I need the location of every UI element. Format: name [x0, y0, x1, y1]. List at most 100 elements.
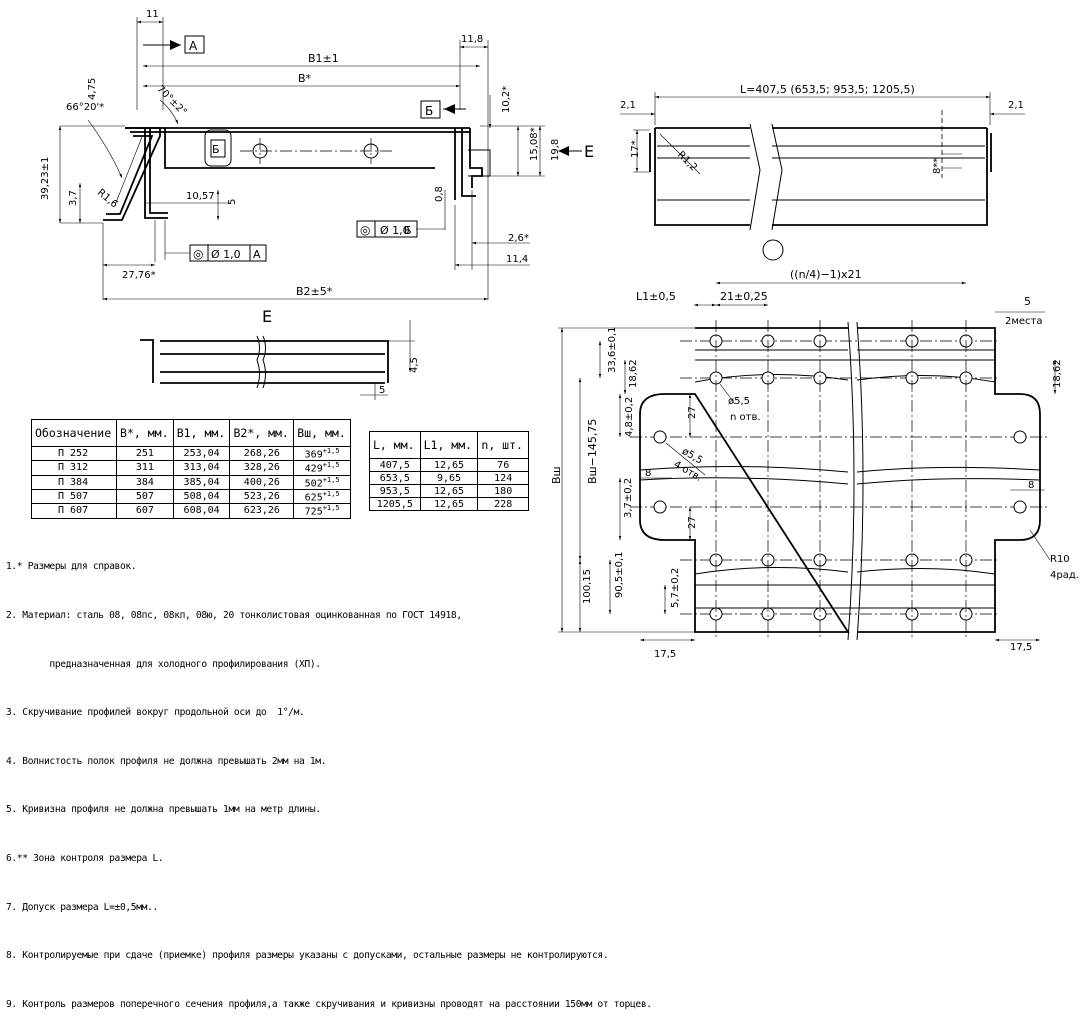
datum-a-box: [184, 35, 205, 54]
dim-11: 11: [146, 9, 159, 20]
dim-39-23: 39,23±1: [40, 157, 51, 200]
plan-18-62-left: 18,62: [628, 359, 639, 388]
table-row: 1205,5 12,65 228: [369, 497, 529, 511]
plan-5: 5: [1024, 295, 1031, 308]
dim-11-4: 11,4: [506, 254, 528, 265]
svg-text:Ø 1,0: Ø 1,0: [211, 248, 241, 261]
tolerance-frame-b: ◎ Ø 1,0 Б: [356, 220, 418, 238]
dim-10-2: 10,2*: [501, 86, 512, 113]
plan-r10: R10: [1050, 554, 1070, 565]
note-line: 7. Допуск размера L=±0,5мм..: [6, 901, 158, 913]
plan-100-15: 100,15: [582, 569, 593, 604]
stamp-mark: [204, 129, 232, 167]
plan-hole-5-5: ø5,5: [728, 396, 750, 407]
side-dim-17: 17*: [630, 140, 641, 158]
plan-l1: L1±0,5: [636, 290, 676, 303]
note-line: 3. Скручивание профилей вокруг продольно…: [6, 707, 305, 719]
col-n: n, шт.: [477, 431, 529, 459]
plan-3-7: 3,7±0,2: [623, 478, 634, 518]
dim-b: B*: [298, 72, 312, 85]
col-designation: Обозначение: [30, 419, 118, 447]
table-row: 653,5 9,65 124: [369, 471, 529, 485]
note-line: 8. Контролируемые при сдаче (приемке) пр…: [6, 950, 609, 962]
col-b2: B2*, мм.: [229, 419, 295, 447]
view-e-dim-5: 5: [379, 385, 385, 396]
plan-8-left: 8: [645, 468, 651, 479]
dim-5: 5: [227, 199, 238, 205]
plan-17-5-right: 17,5: [1010, 642, 1032, 653]
note-line: 2. Материал: сталь 08, 08пс, 08кп, 08ю, …: [6, 610, 462, 622]
note-line: 6.** Зона контроля размера L.: [6, 853, 164, 865]
svg-text:Ø 1,0: Ø 1,0: [380, 224, 410, 237]
drawing-sheet: А 11 B1±1 B* 11,8 Б Б: [40, 9, 1079, 660]
dim-2-6: 2,6*: [508, 233, 529, 244]
view-e-marker: E: [584, 142, 594, 161]
dim-angle-66: 66°20'*: [66, 102, 104, 113]
note-line: 4. Волнистость полок профиля не должна п…: [6, 755, 327, 767]
note-line: предназначенная для холодного профилиров…: [6, 658, 321, 670]
technical-notes: 1.* Размеры для справок. 2. Материал: ст…: [6, 527, 652, 1029]
view-e: E 4,5 5: [140, 307, 420, 400]
dim-0-8: 0,8: [434, 186, 445, 202]
note-line: 1.* Размеры для справок.: [6, 561, 137, 573]
table-row: П 252 251 253,04 268,26 369+1,5: [30, 445, 351, 462]
datum-a-label: А: [189, 39, 198, 53]
table-row: 953,5 12,65 180: [369, 484, 529, 498]
plan-5-7: 5,7±0,2: [670, 568, 681, 608]
dim-11-8: 11,8: [461, 34, 483, 45]
side-view-length: L=407,5 (653,5; 953,5; 1205,5): [740, 83, 915, 96]
dim-4-75: 4,75: [87, 78, 98, 100]
table-row: П 384 384 385,04 400,26 502+1,5: [30, 474, 351, 490]
note-line: 5. Кривизна профиля не должна превышать …: [6, 804, 321, 816]
section-view: А 11 B1±1 B* 11,8 Б Б: [40, 9, 594, 301]
plan-two-places: 2места: [1005, 316, 1043, 327]
col-bsh: Вш, мм.: [293, 419, 351, 447]
col-l: L, мм.: [369, 431, 421, 459]
view-e-dim-4-5: 4,5: [409, 357, 420, 373]
col-b1: B1, мм.: [172, 419, 231, 447]
side-dim-r1-2: R1,2: [675, 150, 699, 174]
plan-33-6: 33,6±0,1: [607, 326, 618, 373]
table-header-row: L, мм. L1, мм. n, шт.: [369, 431, 529, 459]
plan-21: 21±0,25: [720, 290, 768, 303]
plan-27-bot: 27: [687, 516, 698, 529]
dim-b1: B1±1: [308, 52, 339, 65]
plan-bsh-minus: Вш−145,75: [586, 419, 599, 484]
unfold-symbol: [762, 239, 784, 261]
dim-angle-70: 70°±2°: [154, 84, 188, 118]
table-header-row: Обозначение B*, мм. B1, мм. B2*, мм. Вш,…: [30, 419, 351, 447]
datum-b-label: Б: [425, 104, 433, 118]
col-b: B*, мм.: [116, 419, 174, 447]
side-view: L=407,5 (653,5; 953,5; 1205,5) 2,1 2,1 1…: [620, 83, 1025, 261]
plan-four-rad: 4рад.: [1050, 570, 1079, 581]
spec-table-profiles: Обозначение B*, мм. B1, мм. B2*, мм. Вш,…: [30, 419, 351, 519]
side-dim-2-1-left: 2,1: [620, 100, 636, 111]
table-row: П 607 607 608,04 623,26 725+1,5: [30, 503, 351, 519]
plan-n-holes: n отв.: [730, 412, 761, 423]
spec-table-lengths: L, мм. L1, мм. n, шт. 407,5 12,65 76 653…: [369, 431, 529, 511]
plan-27-top: 27: [687, 406, 698, 419]
side-dim-8: 8**: [932, 158, 943, 174]
table-row: П 507 507 508,04 523,26 625+1,5: [30, 488, 351, 505]
dim-19-8: 19,8: [550, 139, 561, 161]
stamp-mark-glyph: Б: [212, 143, 220, 156]
side-dim-2-1-right: 2,1: [1008, 100, 1024, 111]
view-e-title: E: [262, 307, 272, 326]
plan-pitch: ((n/4)−1)x21: [790, 268, 862, 281]
plan-8-right: 8: [1028, 480, 1034, 491]
note-line: 9. Контроль размеров поперечного сечения…: [6, 998, 652, 1010]
svg-text:А: А: [253, 248, 261, 261]
col-l1: L1, мм.: [419, 431, 479, 459]
datum-b-box: [420, 100, 441, 119]
svg-text:◎: ◎: [193, 247, 203, 261]
svg-text:Б: Б: [404, 224, 412, 237]
plan-18-62-right: 18,62: [1052, 359, 1063, 388]
plan-4-8: 4,8±0,2: [624, 397, 635, 437]
dim-15-08: 15,08*: [529, 127, 540, 161]
dim-27-76: 27,76*: [122, 270, 156, 281]
plan-90-5: 90,5±0,1: [614, 551, 625, 598]
dim-10-57: 10,57: [186, 191, 215, 202]
table-row: П 312 311 313,04 328,26 429+1,5: [30, 460, 351, 476]
dim-3-7: 3,7: [68, 190, 79, 206]
plan-17-5-left: 17,5: [654, 649, 676, 660]
